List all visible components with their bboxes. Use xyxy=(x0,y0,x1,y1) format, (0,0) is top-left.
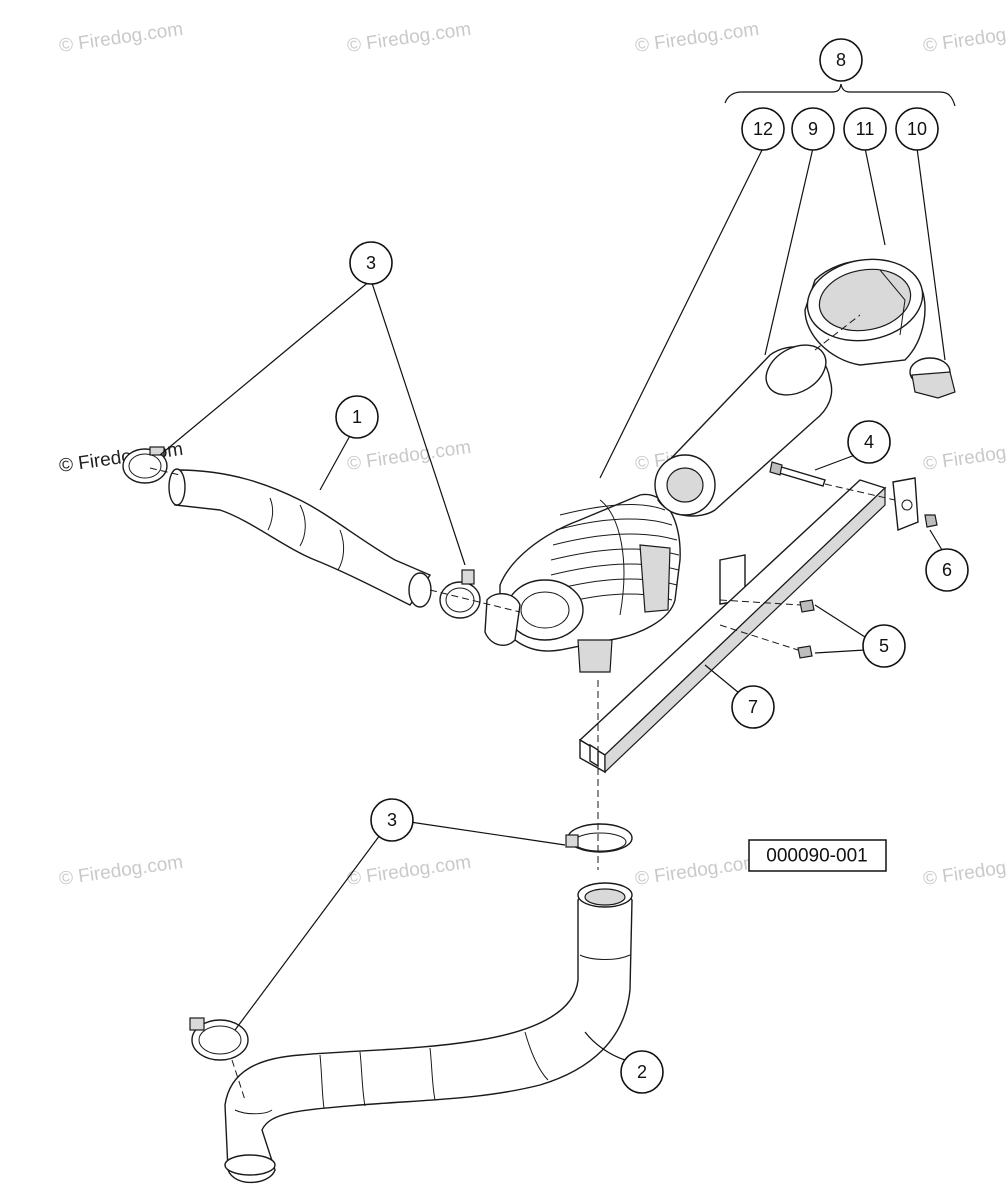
callout-9: 9 xyxy=(791,107,835,151)
watermark-text: © Firedog.com xyxy=(922,437,1008,475)
callout-label: 3 xyxy=(387,810,397,830)
upper-clamps xyxy=(122,446,481,619)
callout-7: 7 xyxy=(731,685,775,729)
callout-8: 8 xyxy=(819,38,863,82)
callout-3-lower: 3 xyxy=(370,798,414,842)
watermark-text: © Firedog.com xyxy=(346,19,473,57)
callout-label: 6 xyxy=(942,560,952,580)
callout-11: 11 xyxy=(843,107,887,151)
callout-4: 4 xyxy=(847,420,891,464)
callout-label: 3 xyxy=(366,253,376,273)
hardware-parts xyxy=(769,461,938,659)
watermark-text: © Firedog.com xyxy=(922,19,1008,57)
callout-label: 9 xyxy=(808,119,818,139)
callout-label: 12 xyxy=(753,119,773,139)
leader-lines xyxy=(159,83,956,1061)
callout-label: 4 xyxy=(864,432,874,452)
air-cleaner-assembly xyxy=(484,493,746,673)
reference-code-box: 000090-001 xyxy=(748,839,887,872)
watermark-text: © Firedog.com xyxy=(58,852,185,890)
valve-part xyxy=(909,357,956,399)
filter-element-part xyxy=(654,344,833,517)
watermark-text: © Firedog.com xyxy=(634,852,761,890)
callout-label: 8 xyxy=(836,50,846,70)
watermark-text: © Firedog.com xyxy=(346,437,473,475)
callout-label: 5 xyxy=(879,636,889,656)
callout-label: 10 xyxy=(907,119,927,139)
watermark-text: © Firedog.com xyxy=(58,19,185,57)
callout-12: 12 xyxy=(741,107,785,151)
callout-label: 1 xyxy=(352,407,362,427)
watermark-text: © Firedog.com xyxy=(634,19,761,57)
callout-1: 1 xyxy=(335,395,379,439)
lower-clamps xyxy=(189,823,633,1061)
watermark-text: © Firedog.com xyxy=(922,852,1008,890)
callout-6: 6 xyxy=(925,548,969,592)
reference-code: 000090-001 xyxy=(766,846,867,867)
mounting-rail-part xyxy=(578,479,887,774)
callout-5: 5 xyxy=(862,624,906,668)
watermark-text: © Firedog.com xyxy=(346,852,473,890)
upper-hose-part xyxy=(168,468,432,608)
callout-label: 2 xyxy=(637,1062,647,1082)
callout-label: 11 xyxy=(856,119,875,139)
callout-3-upper: 3 xyxy=(349,241,393,285)
assembly-lines xyxy=(149,314,896,1101)
callout-10: 10 xyxy=(895,107,939,151)
callout-label: 7 xyxy=(748,697,758,717)
lower-hose-part xyxy=(224,882,633,1184)
cover-part xyxy=(804,258,926,366)
callout-2: 2 xyxy=(620,1050,664,1094)
